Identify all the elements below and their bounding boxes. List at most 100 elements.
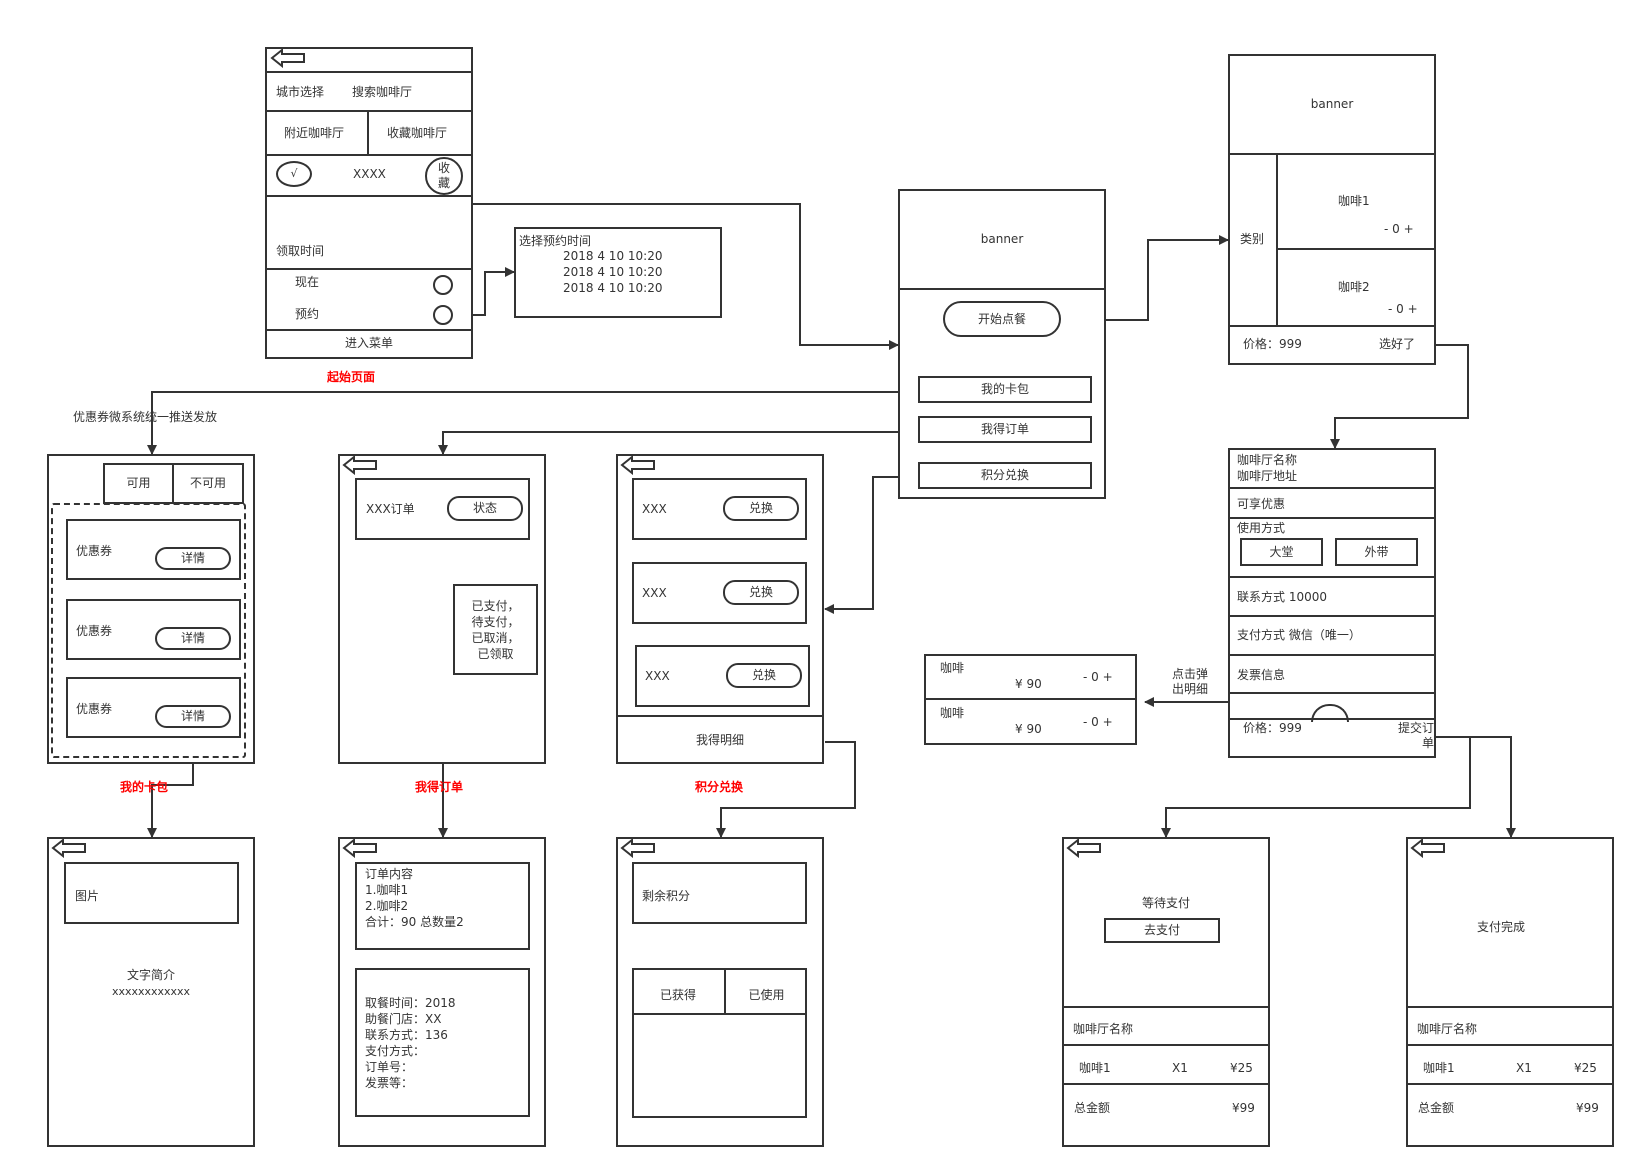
quantity-stepper[interactable]: - 0 + [1083, 715, 1113, 729]
done-total-label: 总金额 [1418, 1101, 1455, 1115]
order-label: XXX订单 [366, 502, 415, 516]
quantity-stepper[interactable]: - 0 + [1388, 302, 1418, 316]
tab-favorite[interactable]: 收藏咖啡厅 [387, 126, 448, 140]
detail-item-price: ¥ 90 [1015, 722, 1042, 736]
caption-wallet: 我的卡包 [120, 780, 169, 794]
caption-orders: 我得订单 [415, 780, 464, 794]
radio-reserve[interactable] [433, 305, 453, 325]
my-wallet-button[interactable]: 我的卡包 [918, 376, 1092, 403]
connector-wallet-to-coupon [147, 762, 194, 838]
invoice-row[interactable]: 发票信息 [1237, 668, 1286, 682]
search-shop[interactable]: 搜索咖啡厅 [352, 85, 413, 99]
check-icon[interactable]: √ [276, 161, 312, 187]
home-banner: banner [980, 232, 1024, 246]
tab-nearby[interactable]: 附近咖啡厅 [284, 126, 345, 140]
order-status-button[interactable]: 状态 [447, 496, 523, 521]
reserve-time-option[interactable]: 2018 4 10 10:20 [563, 281, 663, 295]
reserve-time-option[interactable]: 2018 4 10 10:20 [563, 249, 663, 263]
checkout-shop-address: 咖啡厅地址 [1237, 469, 1298, 483]
menu-banner: banner [1310, 97, 1354, 111]
coupon-label: 优惠券 [76, 624, 113, 638]
payment-done-screen [1406, 837, 1614, 1147]
checkout-price: 价格：999 [1243, 721, 1302, 735]
done-item-qty: X1 [1516, 1061, 1532, 1075]
start-order-button[interactable]: 开始点餐 [943, 301, 1061, 337]
coupon-label: 优惠券 [76, 702, 113, 716]
option-reserve-label: 预约 [295, 307, 320, 321]
contact-row[interactable]: 联系方式 10000 [1237, 590, 1327, 604]
quantity-stepper[interactable]: - 0 + [1083, 670, 1113, 684]
points-details-link[interactable]: 我得明细 [695, 733, 744, 747]
remaining-points-label: 剩余积分 [642, 889, 691, 903]
pending-shop-name: 咖啡厅名称 [1073, 1022, 1134, 1036]
home-screen [898, 189, 1106, 499]
coupon-detail-button[interactable]: 详情 [155, 627, 231, 650]
submit-order-button[interactable]: 提交订 单 [1397, 721, 1434, 750]
done-item-name: 咖啡1 [1423, 1061, 1455, 1075]
city-select[interactable]: 城市选择 [276, 85, 325, 99]
quantity-stepper[interactable]: - 0 + [1384, 222, 1414, 236]
pay-button[interactable]: 去支付 [1104, 918, 1220, 943]
pending-item-price: ¥25 [1230, 1061, 1253, 1075]
menu-item-name: 咖啡2 [1338, 280, 1370, 294]
discount-row[interactable]: 可享优惠 [1237, 497, 1286, 511]
remaining-points-card [632, 862, 807, 924]
my-orders-button[interactable]: 我得订单 [918, 416, 1092, 443]
coupon-note: 优惠券微系统统一推送发放 [73, 410, 218, 424]
back-arrow-icon[interactable] [620, 838, 656, 858]
menu-item-name: 咖啡1 [1338, 194, 1370, 208]
points-history-panel [632, 968, 807, 1118]
back-arrow-icon[interactable] [51, 838, 87, 858]
intro-title: 文字简介 [126, 968, 175, 982]
exchange-button[interactable]: 兑换 [723, 580, 799, 605]
back-arrow-icon[interactable] [342, 455, 378, 475]
tab-unavailable[interactable]: 不可用 [172, 463, 244, 504]
order-content-text: 订单内容 1.咖啡1 2.咖啡2 合计：90 总数量2 [365, 867, 464, 929]
done-button[interactable]: 选好了 [1379, 337, 1416, 351]
reserve-time-popup [514, 227, 722, 318]
checkout-shop-name: 咖啡厅名称 [1237, 453, 1298, 467]
back-arrow-icon[interactable] [270, 48, 306, 68]
coupon-detail-button[interactable]: 详情 [155, 705, 231, 728]
pending-total-label: 总金额 [1074, 1101, 1111, 1115]
exchange-button[interactable]: 兑换 [726, 663, 802, 688]
pending-item-qty: X1 [1172, 1061, 1188, 1075]
detail-item-name: 咖啡 [940, 661, 965, 675]
reserve-time-option[interactable]: 2018 4 10 10:20 [563, 265, 663, 279]
coupon-image-label: 图片 [75, 889, 100, 903]
back-arrow-icon[interactable] [620, 455, 656, 475]
favorite-button[interactable]: 收 藏 [425, 157, 463, 195]
connector-wallet [147, 391, 923, 455]
points-exchange-button[interactable]: 积分兑换 [918, 462, 1092, 489]
points-item-label: XXX [645, 669, 670, 683]
usage-label: 使用方式 [1237, 521, 1286, 535]
enter-menu-button[interactable]: 进入菜单 [344, 336, 393, 350]
points-item-label: XXX [642, 502, 667, 516]
detail-item-name: 咖啡 [940, 706, 965, 720]
done-total: ¥99 [1576, 1101, 1599, 1115]
coupon-detail-button[interactable]: 详情 [155, 547, 231, 570]
tab-available[interactable]: 可用 [103, 463, 174, 504]
radio-now[interactable] [433, 275, 453, 295]
done-shop-name: 咖啡厅名称 [1417, 1022, 1478, 1036]
caption-points: 积分兑换 [695, 780, 744, 794]
exchange-button[interactable]: 兑换 [723, 496, 799, 521]
coupon-label: 优惠券 [76, 544, 113, 558]
pending-total: ¥99 [1232, 1101, 1255, 1115]
option-now-label: 现在 [295, 275, 320, 289]
takeout-button[interactable]: 外带 [1335, 538, 1418, 566]
payment-row[interactable]: 支付方式 微信（唯一） [1237, 628, 1361, 642]
back-arrow-icon[interactable] [1066, 838, 1102, 858]
back-arrow-icon[interactable] [342, 838, 378, 858]
category-label[interactable]: 类别 [1240, 232, 1265, 246]
tab-used[interactable]: 已使用 [748, 988, 785, 1002]
points-item-label: XXX [642, 586, 667, 600]
pending-title: 等待支付 [1141, 896, 1190, 910]
tab-earned[interactable]: 已获得 [659, 988, 696, 1002]
pending-payment-screen [1062, 837, 1270, 1147]
back-arrow-icon[interactable] [1410, 838, 1446, 858]
payment-done-title: 支付完成 [1477, 920, 1526, 934]
connector-submit-to-done [1435, 736, 1516, 838]
dine-in-button[interactable]: 大堂 [1240, 538, 1323, 566]
order-status-list: 已支付， 待支付， 已取消， 已领取 [471, 599, 520, 661]
